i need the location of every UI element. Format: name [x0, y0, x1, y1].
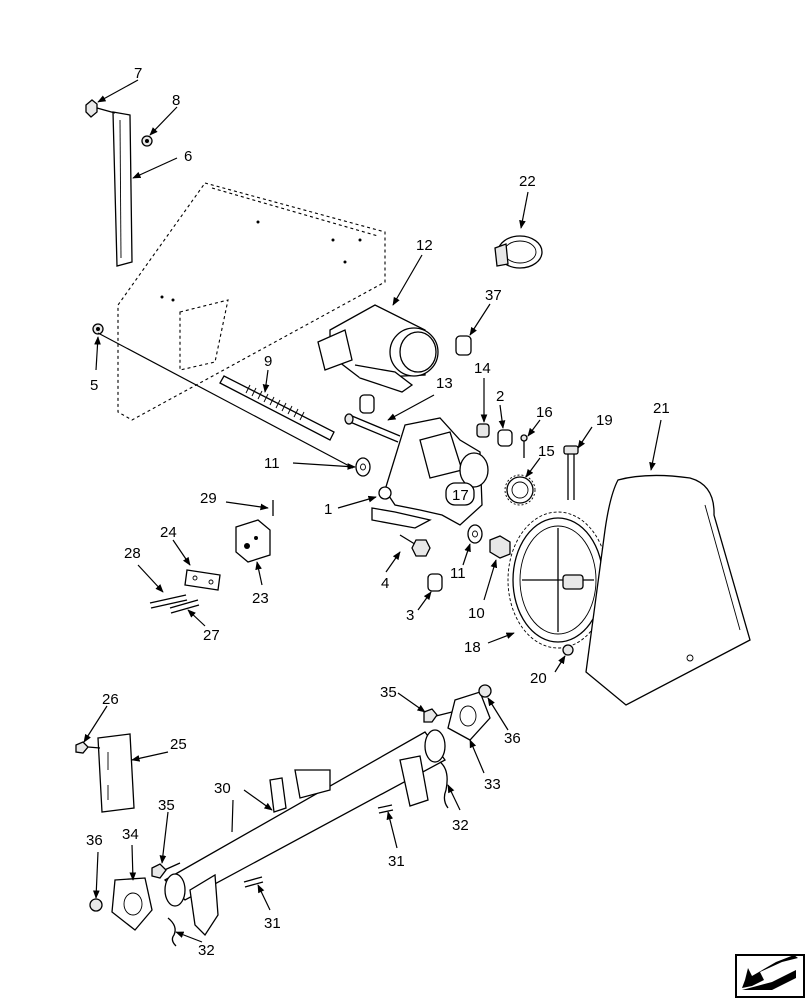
mounting-panel-outline — [117, 182, 386, 421]
bolt-26 — [75, 741, 101, 754]
callout-18: 18 — [464, 639, 481, 656]
nut-14 — [476, 423, 490, 438]
screw-16 — [520, 434, 528, 458]
bolt-35-top — [423, 708, 453, 723]
callout-3: 3 — [406, 607, 414, 624]
callout-35-bottom: 35 — [158, 797, 175, 814]
gear-cover — [585, 474, 751, 706]
callout-24: 24 — [160, 524, 177, 541]
callout-16: 16 — [536, 404, 553, 421]
spacer-3 — [427, 573, 443, 592]
washer-11-bottom — [467, 524, 483, 544]
callout-14: 14 — [474, 360, 491, 377]
callout-28: 28 — [124, 545, 141, 562]
callout-23: 23 — [252, 590, 269, 607]
strap-bracket — [112, 111, 133, 267]
callout-36-top: 36 — [504, 730, 521, 747]
washer-11-top — [355, 457, 371, 477]
callout-22: 22 — [519, 173, 536, 190]
callout-13: 13 — [436, 375, 453, 392]
clip-32-top — [439, 761, 449, 809]
callout-30: 30 — [214, 780, 231, 797]
callout-11-top: 11 — [264, 455, 280, 472]
pin-31-top — [377, 804, 394, 814]
arrow-left-down-icon[interactable] — [735, 954, 805, 998]
callout-25: 25 — [170, 736, 187, 753]
leader-lines — [83, 79, 662, 943]
bushing-2 — [497, 429, 513, 447]
callout-36-bottom: 36 — [86, 832, 103, 849]
cross-tube — [163, 729, 446, 907]
callout-15: 15 — [538, 443, 555, 460]
callout-21: 21 — [653, 400, 670, 417]
callout-20: 20 — [530, 670, 547, 687]
nut-20 — [562, 644, 574, 656]
plate-25 — [97, 733, 135, 813]
nut-5 — [92, 323, 104, 335]
bushing-13 — [359, 394, 375, 414]
nut-36-bottom — [89, 898, 103, 912]
callout-31-bottom: 31 — [264, 915, 281, 932]
nut-8 — [141, 135, 153, 147]
callout-11-bottom: 11 — [450, 565, 466, 582]
callout-1: 1 — [324, 501, 332, 518]
bolt-35-bottom — [151, 862, 181, 879]
flange-33 — [447, 691, 491, 741]
callout-10: 10 — [468, 605, 485, 622]
callout-17: 17 — [452, 487, 469, 504]
bolt-7 — [85, 99, 116, 118]
callout-34: 34 — [122, 826, 139, 843]
flange-34 — [111, 877, 153, 931]
callout-17-frame — [445, 482, 475, 506]
pin-27 — [169, 599, 200, 614]
callout-35-top: 35 — [380, 684, 397, 701]
callout-9: 9 — [264, 353, 272, 370]
nut-10 — [489, 535, 511, 559]
callout-37: 37 — [485, 287, 502, 304]
bolt-4 — [399, 534, 431, 557]
callout-2: 2 — [496, 388, 504, 405]
part-labels: 7 8 6 22 12 37 9 5 13 14 2 21 16 19 15 1… — [86, 65, 670, 959]
callout-32-top: 32 — [452, 817, 469, 834]
callout-12: 12 — [416, 237, 433, 254]
pin-31-bottom — [243, 876, 264, 888]
callout-33: 33 — [484, 776, 501, 793]
long-pin — [344, 413, 401, 443]
screw-19 — [563, 445, 579, 500]
small-gear — [504, 474, 536, 506]
tube-brackets — [189, 755, 429, 937]
callout-26: 26 — [102, 691, 119, 708]
hose-clamp — [494, 235, 543, 269]
motor — [317, 304, 439, 393]
callout-32-bottom: 32 — [198, 942, 215, 959]
callout-4: 4 — [381, 575, 389, 592]
clip-32-bottom — [167, 917, 177, 947]
bushing-37 — [455, 335, 472, 356]
callout-27: 27 — [203, 627, 220, 644]
callout-7: 7 — [134, 65, 142, 82]
callout-31-top: 31 — [388, 853, 405, 870]
callout-5: 5 — [90, 377, 98, 394]
large-gear — [507, 511, 609, 649]
callout-6: 6 — [184, 148, 192, 165]
pin-28 — [149, 594, 188, 609]
block-23 — [235, 519, 271, 563]
callout-8: 8 — [172, 92, 180, 109]
threaded-shaft — [219, 375, 335, 441]
plate-24 — [184, 569, 221, 591]
nut-36-top — [478, 684, 492, 698]
main-bracket — [371, 417, 489, 529]
callout-29: 29 — [200, 490, 217, 507]
callout-19: 19 — [596, 412, 613, 429]
